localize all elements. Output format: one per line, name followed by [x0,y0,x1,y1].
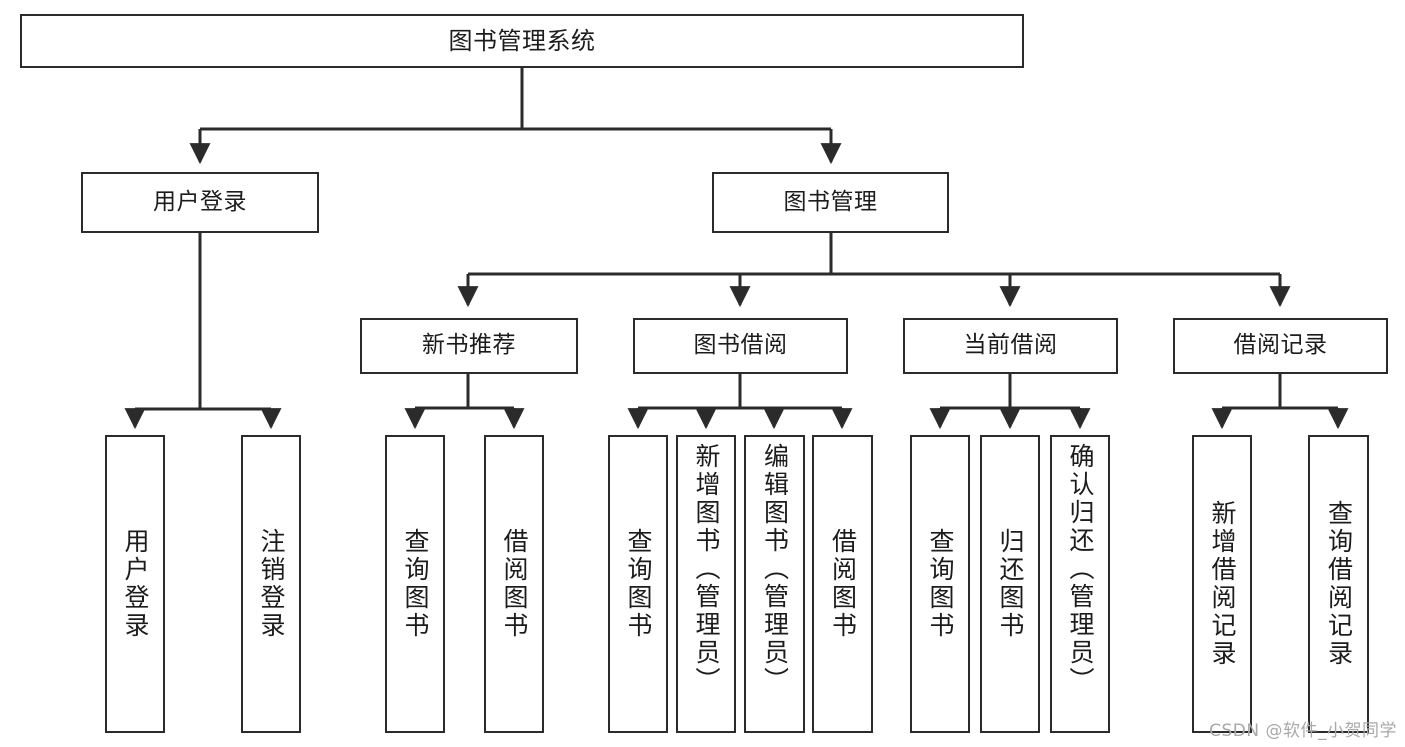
node-label: 用户登录 [153,188,247,215]
node-label: 当前借阅 [963,332,1058,359]
node-label: 注销登录 [257,528,286,640]
node-label: 确认归还（管理员） [1066,443,1095,695]
node-borrow-record[interactable]: 借阅记录 [1173,318,1388,374]
node-label: 查询图书 [401,528,430,640]
node-label: 查询借阅记录 [1324,500,1354,668]
leaf-logout[interactable]: 注销登录 [241,435,301,733]
leaf-query-book-borrow[interactable]: 查询图书 [608,435,668,733]
node-label: 编辑图书（管理员） [760,443,790,695]
node-root-system[interactable]: 图书管理系统 [20,14,1024,68]
node-book-borrow[interactable]: 图书借阅 [633,318,848,374]
leaf-edit-book-admin[interactable]: 编辑图书（管理员） [744,435,805,733]
node-new-book-recommend[interactable]: 新书推荐 [360,318,578,374]
node-book-management[interactable]: 图书管理 [712,172,949,233]
node-label: 新书推荐 [422,332,516,359]
node-label: 图书借阅 [693,332,788,359]
leaf-return-book[interactable]: 归还图书 [980,435,1040,733]
node-label: 图书管理 [783,188,878,215]
node-user-login[interactable]: 用户登录 [81,172,319,233]
leaf-add-book-admin[interactable]: 新增图书（管理员） [676,435,736,733]
leaf-borrow-book-recommend[interactable]: 借阅图书 [484,435,544,733]
node-label: 归还图书 [996,528,1025,640]
node-current-borrow[interactable]: 当前借阅 [903,318,1118,374]
node-label: 借阅图书 [828,528,858,640]
node-label: 查询图书 [926,528,955,640]
leaf-add-borrow-record[interactable]: 新增借阅记录 [1192,435,1252,733]
leaf-query-book-current[interactable]: 查询图书 [910,435,970,733]
node-label: 图书管理系统 [448,26,596,55]
node-label: 查询图书 [624,528,653,640]
node-label: 用户登录 [121,528,150,640]
node-label: 新增图书（管理员） [692,443,721,695]
node-label: 借阅记录 [1233,332,1328,359]
leaf-query-book-recommend[interactable]: 查询图书 [385,435,445,733]
leaf-query-borrow-record[interactable]: 查询借阅记录 [1308,435,1369,733]
node-label: 借阅图书 [500,528,529,640]
node-label: 新增借阅记录 [1208,500,1237,668]
leaf-user-login[interactable]: 用户登录 [105,435,165,733]
leaf-borrow-book[interactable]: 借阅图书 [812,435,873,733]
csdn-watermark: CSDN @软件_小贺同学 [1209,721,1397,741]
leaf-confirm-return-admin[interactable]: 确认归还（管理员） [1050,435,1110,733]
